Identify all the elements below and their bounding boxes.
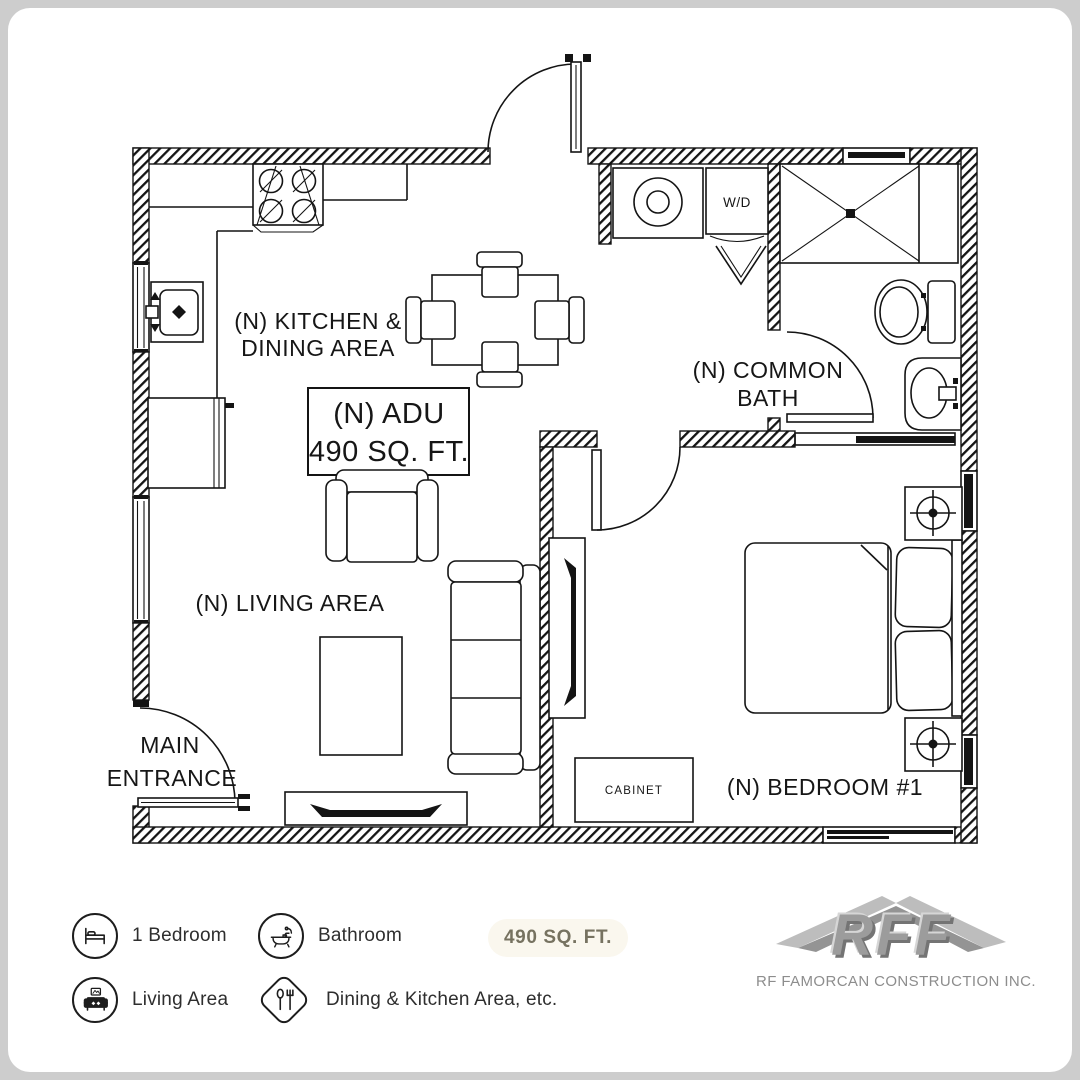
top-entry-door <box>487 54 591 153</box>
legend-label-living: Living Area <box>132 989 229 1010</box>
bath-bedroom-window <box>794 432 956 446</box>
left-window-upper <box>132 261 150 353</box>
room-labels: (N) KITCHEN & DINING AREA (N) COMMON BAT… <box>107 308 923 800</box>
label-adu-line2: 490 SQ. FT. <box>309 436 469 468</box>
label-bath-line1: (N) COMMON <box>693 357 844 383</box>
legend-item-dining: Dining & Kitchen Area, etc. <box>256 972 557 1028</box>
bifold-door <box>715 245 767 286</box>
dining-set <box>405 251 585 388</box>
label-washer-dryer: W/D <box>723 195 751 210</box>
right-window-lower <box>960 734 978 789</box>
bedroom: CABINET <box>548 486 963 823</box>
company-name: RF FAMORCAN CONSTRUCTION INC. <box>756 973 1036 990</box>
label-adu-line1: (N) ADU <box>333 398 444 430</box>
right-window-upper <box>960 470 978 532</box>
bed-icon <box>72 913 118 959</box>
dining-icon <box>256 972 312 1028</box>
label-kitchen-line2: DINING AREA <box>241 335 395 361</box>
bath-sink-vanity <box>904 357 962 431</box>
label-entrance-line1: MAIN <box>140 732 200 758</box>
bath-door <box>786 331 874 423</box>
logo-text-highlight: RFF <box>829 901 951 966</box>
bathtub-icon <box>258 913 304 959</box>
main-entrance-door <box>137 707 250 811</box>
logo-text: RFF <box>831 903 953 968</box>
kitchen-sink <box>145 281 204 343</box>
laundry-closet: W/D <box>612 167 769 286</box>
nightstand-top <box>904 486 963 541</box>
adu-label-box: (N) ADU 490 SQ. FT. <box>307 387 470 476</box>
tv-console-bedroom <box>548 537 586 719</box>
bedroom-bottom-window <box>822 826 956 844</box>
kitchen <box>145 163 408 489</box>
bathroom <box>779 163 962 431</box>
kitchen-counter <box>149 164 408 398</box>
stove <box>252 163 324 233</box>
bedroom-door <box>591 446 681 531</box>
label-cabinet: CABINET <box>605 785 663 797</box>
bed <box>744 539 963 717</box>
logo-text-shadow: RFF <box>834 906 956 968</box>
refrigerator <box>147 397 234 489</box>
legend-item-bedroom: 1 Bedroom <box>72 913 227 959</box>
dining-chair-bottom <box>476 341 523 388</box>
label-kitchen-line1: (N) KITCHEN & <box>234 308 402 334</box>
legend-item-living: Living Area <box>72 977 228 1023</box>
label-bath-line2: BATH <box>737 385 799 411</box>
label-bedroom: (N) BEDROOM #1 <box>727 774 923 800</box>
cabinet: CABINET <box>574 757 694 823</box>
interior-walls <box>539 163 956 828</box>
top-wall-window <box>848 152 905 158</box>
washer <box>612 167 704 239</box>
sofa-icon <box>72 977 118 1023</box>
living-area <box>284 469 541 826</box>
coffee-table <box>319 636 403 756</box>
logo-graphic: RFF RFF RFF <box>776 896 1006 971</box>
legend-item-bathroom: Bathroom <box>258 913 402 959</box>
legend-label-bedroom: 1 Bedroom <box>132 925 227 946</box>
dining-chair-left <box>405 296 456 344</box>
dining-chair-top <box>476 251 523 298</box>
tv-console-living <box>284 791 468 826</box>
armchair <box>325 469 439 563</box>
dryer-wd-box: W/D <box>705 167 769 243</box>
legend-label-dining: Dining & Kitchen Area, etc. <box>326 989 558 1010</box>
legend-label-bathroom: Bathroom <box>318 925 402 946</box>
shower <box>779 163 959 264</box>
left-window-lower <box>132 495 150 624</box>
nightstand-bottom <box>904 717 963 772</box>
company-logo: RFF RFF RFF RF FAMORCAN CONSTRUCTION INC… <box>756 886 1036 990</box>
label-entrance-line2: ENTRANCE <box>107 765 238 791</box>
exterior-walls <box>132 147 978 844</box>
area-badge: 490 SQ. FT. <box>488 919 628 957</box>
doors <box>137 54 874 811</box>
sofa <box>447 560 541 775</box>
toilet <box>874 279 956 345</box>
dining-chair-right <box>534 296 585 344</box>
label-living: (N) LIVING AREA <box>196 590 385 616</box>
area-badge-text: 490 SQ. FT. <box>504 927 612 948</box>
